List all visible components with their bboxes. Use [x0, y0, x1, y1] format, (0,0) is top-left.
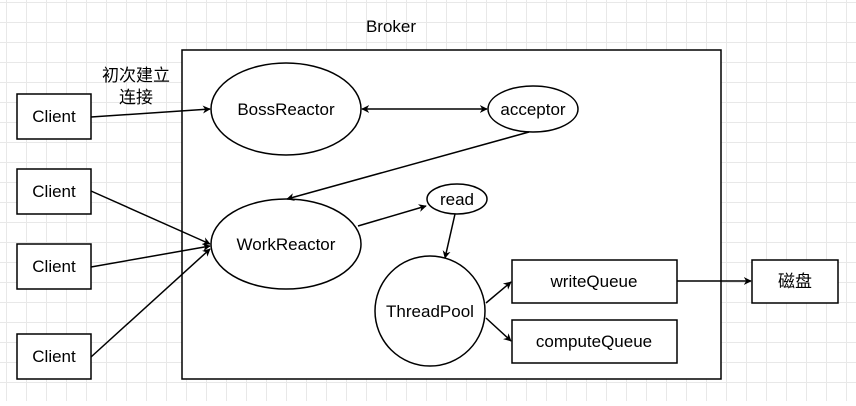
compute-queue-box: computeQueue [511, 319, 678, 364]
broker-label: Broker [366, 17, 416, 36]
write-queue-box: writeQueue [511, 259, 678, 304]
acceptor-label: acceptor [500, 100, 566, 119]
client-box-2: Client [16, 168, 92, 215]
client-label: Client [32, 257, 76, 276]
edge-acceptor-to-workreactor [286, 131, 530, 201]
client-label: Client [32, 347, 76, 366]
client-box-4: Client [16, 333, 92, 380]
disk-label: 磁盘 [778, 272, 812, 292]
acceptor-node: acceptor [487, 85, 579, 133]
thread-pool-label: ThreadPool [386, 302, 474, 321]
edge-threadpool-to-computequeue [485, 317, 512, 342]
work-reactor-label: WorkReactor [237, 235, 336, 254]
compute-queue-label: computeQueue [536, 332, 652, 351]
disk-box: 磁盘 [751, 259, 839, 304]
client-label: Client [32, 182, 76, 201]
client-box-1: Client [16, 93, 92, 140]
read-node: read [426, 183, 488, 215]
edge-read-to-threadpool [442, 213, 456, 259]
edge-client2-to-workreactor [90, 190, 211, 245]
edge-client3-to-workreactor [90, 243, 211, 268]
first-connect-label-line2: 连接 [119, 88, 153, 108]
edge-workreactor-to-read [357, 204, 427, 227]
boss-reactor-node: BossReactor [210, 62, 362, 156]
edge-client4-to-workreactor [90, 248, 211, 358]
edge-client1-to-bossreactor [90, 105, 211, 118]
edge-threadpool-to-writequeue [485, 281, 512, 304]
read-label: read [440, 190, 474, 209]
write-queue-label: writeQueue [550, 272, 638, 291]
client-label: Client [32, 107, 76, 126]
work-reactor-node: WorkReactor [210, 198, 362, 290]
first-connect-label-line1: 初次建立 [102, 66, 170, 86]
client-box-3: Client [16, 243, 92, 290]
boss-reactor-label: BossReactor [237, 100, 335, 119]
thread-pool-node: ThreadPool [374, 255, 486, 367]
